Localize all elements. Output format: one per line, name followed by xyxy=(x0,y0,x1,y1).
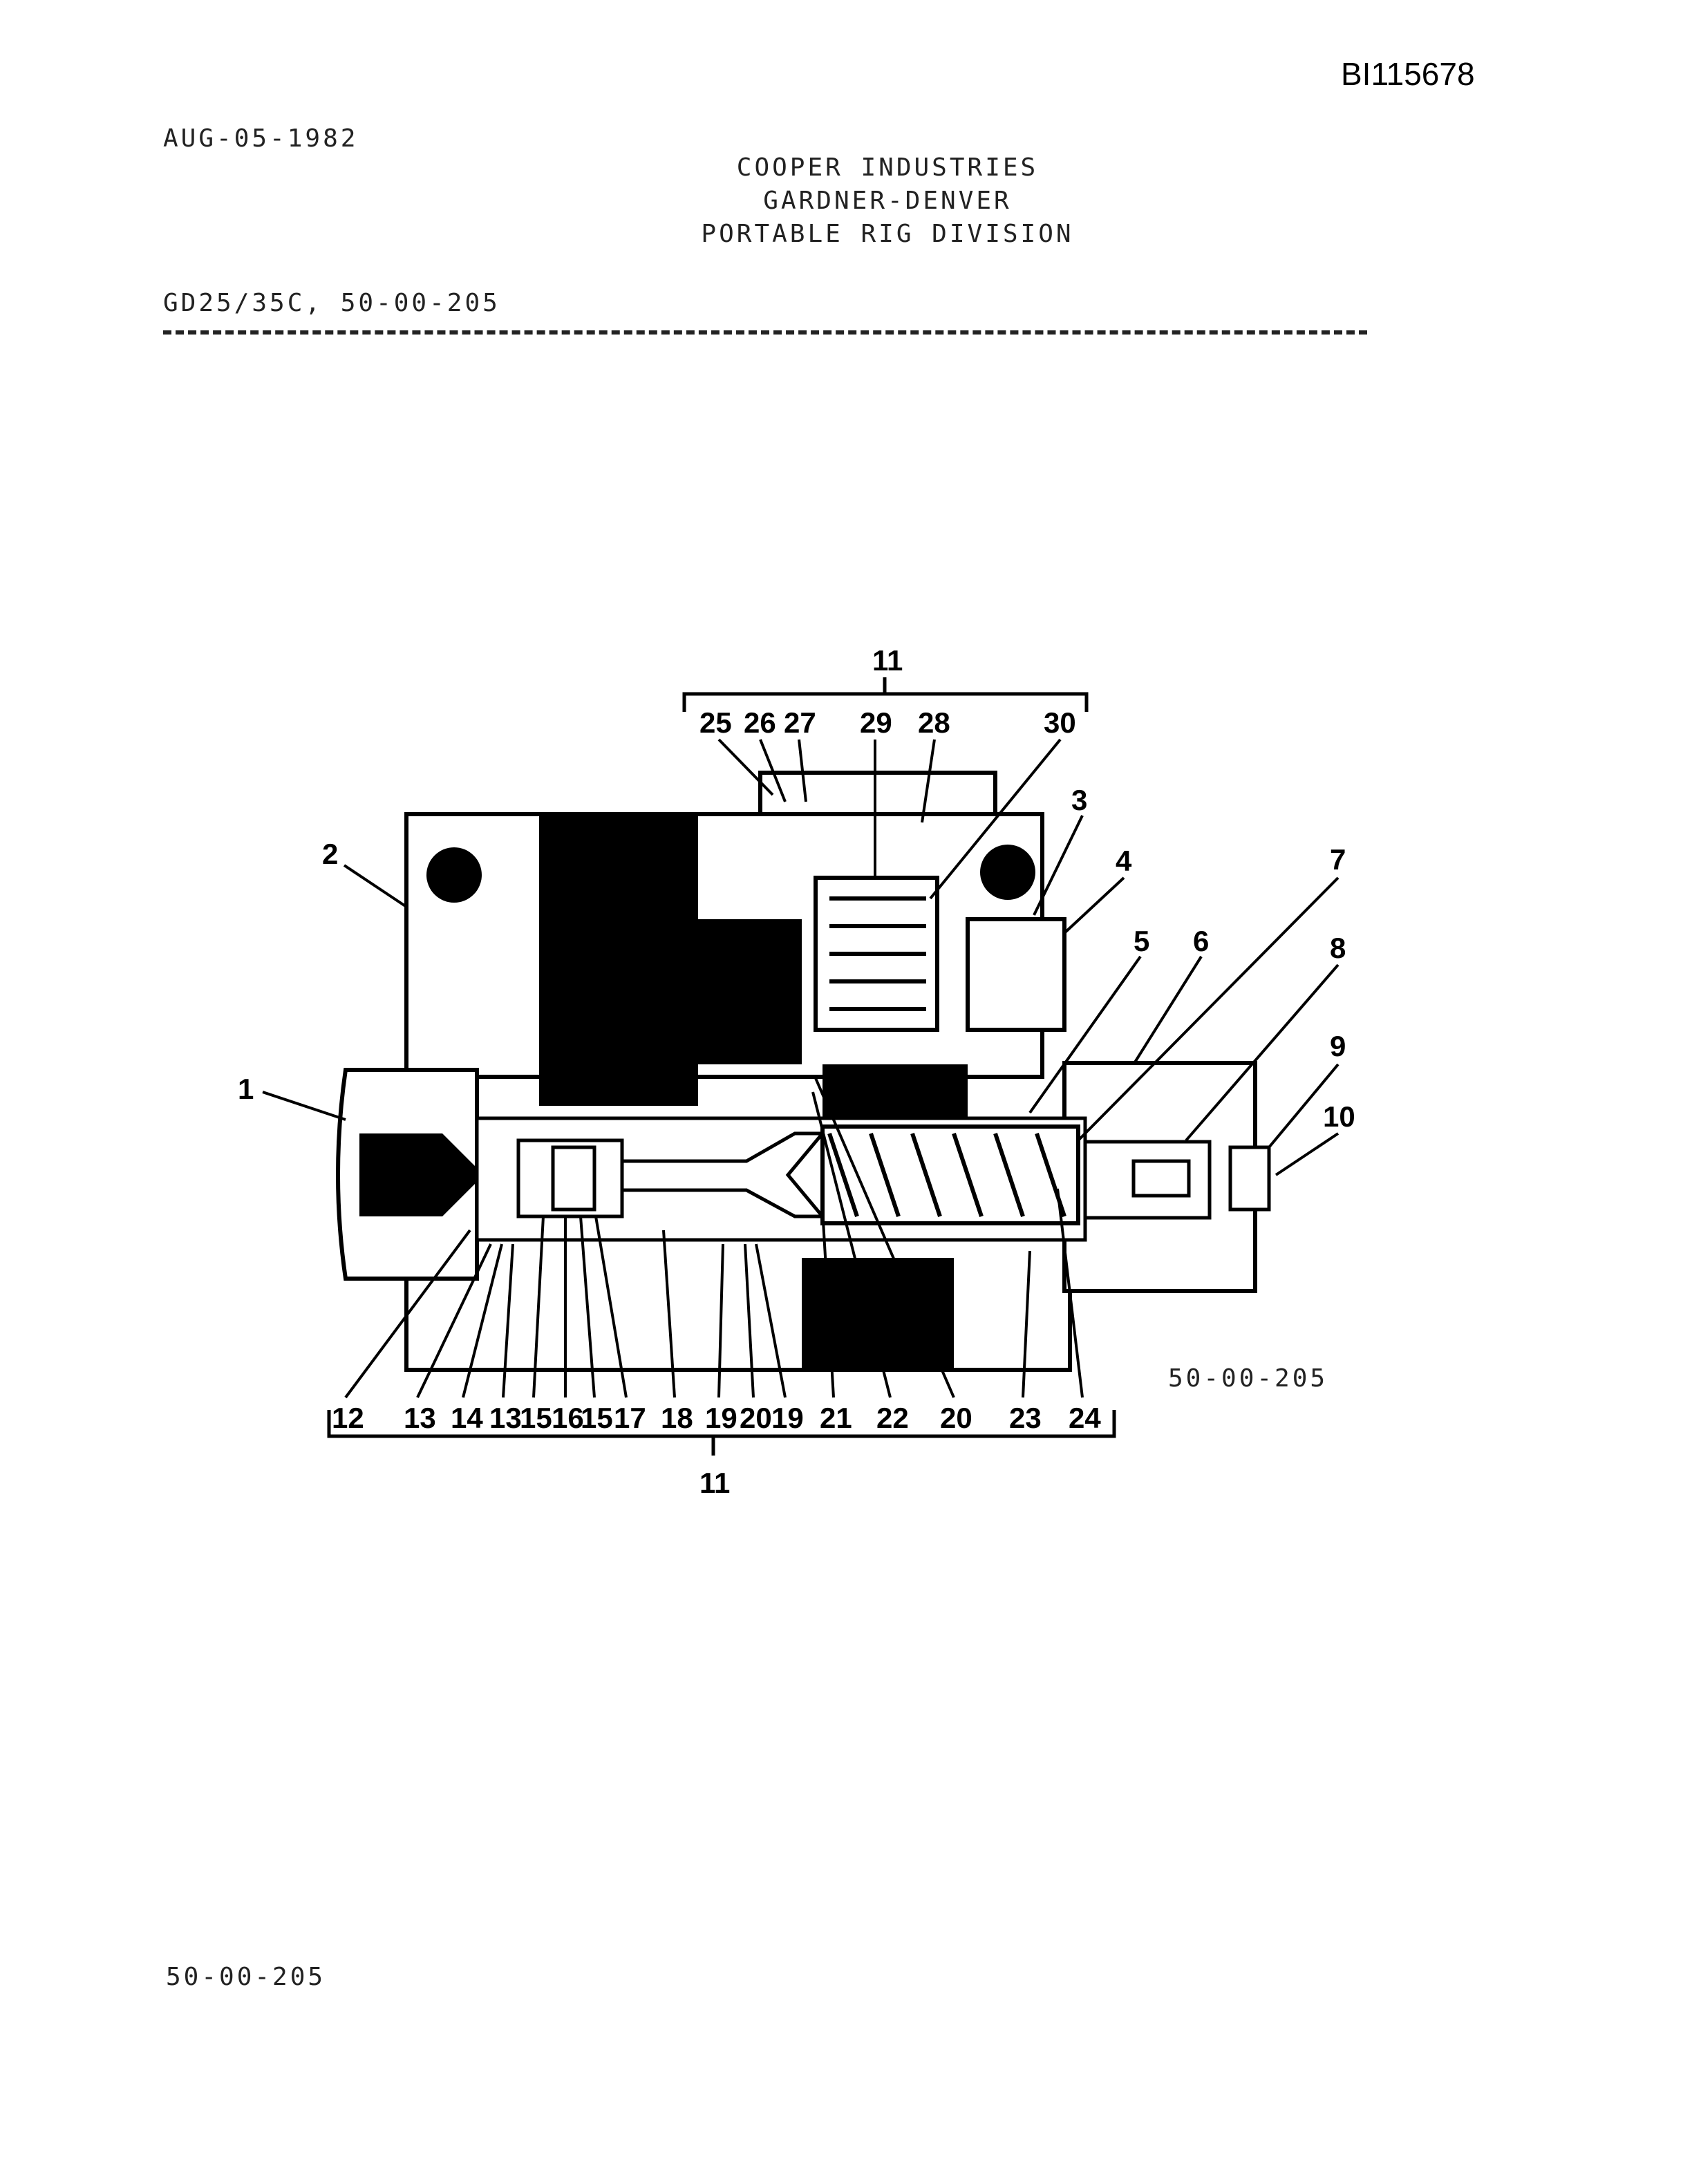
document-date: AUG-05-1982 xyxy=(163,124,359,153)
callout-b13b: 13 xyxy=(489,1402,522,1434)
callout-b21: 21 xyxy=(820,1402,852,1434)
bottom-group-bracket xyxy=(327,1410,1116,1456)
callout-27: 27 xyxy=(784,706,816,739)
document-id: BI115678 xyxy=(1341,56,1475,92)
callout-b23: 23 xyxy=(1009,1402,1042,1434)
callout-b19a: 19 xyxy=(705,1402,737,1434)
callout-b22: 22 xyxy=(876,1402,909,1434)
callout-30: 30 xyxy=(1044,706,1076,739)
leader-lines xyxy=(262,738,1340,1399)
callout-b18: 18 xyxy=(661,1402,693,1434)
callout-1: 1 xyxy=(238,1073,254,1105)
callout-b16: 16 xyxy=(552,1402,584,1434)
footer-code: 50-00-205 xyxy=(166,1963,326,1991)
callout-7: 7 xyxy=(1330,843,1346,876)
callout-9: 9 xyxy=(1330,1030,1346,1062)
header-division: PORTABLE RIG DIVISION xyxy=(701,220,1074,248)
callout-b24: 24 xyxy=(1069,1402,1101,1434)
figure-code: 50-00-205 xyxy=(1168,1364,1328,1393)
header-company: COOPER INDUSTRIES xyxy=(736,153,1039,182)
callout-labels: 11 25 26 27 29 28 30 1 2 3 4 5 6 7 8 9 1… xyxy=(238,644,1355,1499)
callout-b13a: 13 xyxy=(404,1402,436,1434)
callout-b17: 17 xyxy=(614,1402,646,1434)
callout-b19b: 19 xyxy=(771,1402,804,1434)
callout-5: 5 xyxy=(1134,925,1149,957)
callout-4: 4 xyxy=(1116,845,1132,877)
callout-bottom-group: 11 xyxy=(699,1467,730,1499)
header-brand: GARDNER-DENVER xyxy=(763,187,1012,215)
callout-top-group: 11 xyxy=(872,644,903,677)
callout-8: 8 xyxy=(1330,932,1346,964)
top-group-bracket xyxy=(682,677,1089,712)
callout-6: 6 xyxy=(1193,925,1209,957)
callout-3: 3 xyxy=(1071,784,1087,816)
callout-b20b: 20 xyxy=(940,1402,972,1434)
callout-26: 26 xyxy=(744,706,776,739)
callout-10: 10 xyxy=(1323,1100,1355,1133)
callout-29: 29 xyxy=(860,706,892,739)
callout-b12: 12 xyxy=(332,1402,364,1434)
model-line: GD25/35C, 50-00-205 xyxy=(163,289,500,317)
dashed-divider xyxy=(163,330,1367,335)
callout-b14: 14 xyxy=(451,1402,483,1434)
lower-spring xyxy=(820,1124,1080,1225)
callout-b20a: 20 xyxy=(740,1402,772,1434)
upper-spring xyxy=(814,876,939,1032)
callout-2: 2 xyxy=(322,838,338,870)
callout-b15a: 15 xyxy=(520,1402,552,1434)
callout-b15b: 15 xyxy=(581,1402,613,1434)
callout-25: 25 xyxy=(699,706,732,739)
callout-28: 28 xyxy=(918,706,950,739)
adjuster-screw xyxy=(1083,1140,1271,1220)
